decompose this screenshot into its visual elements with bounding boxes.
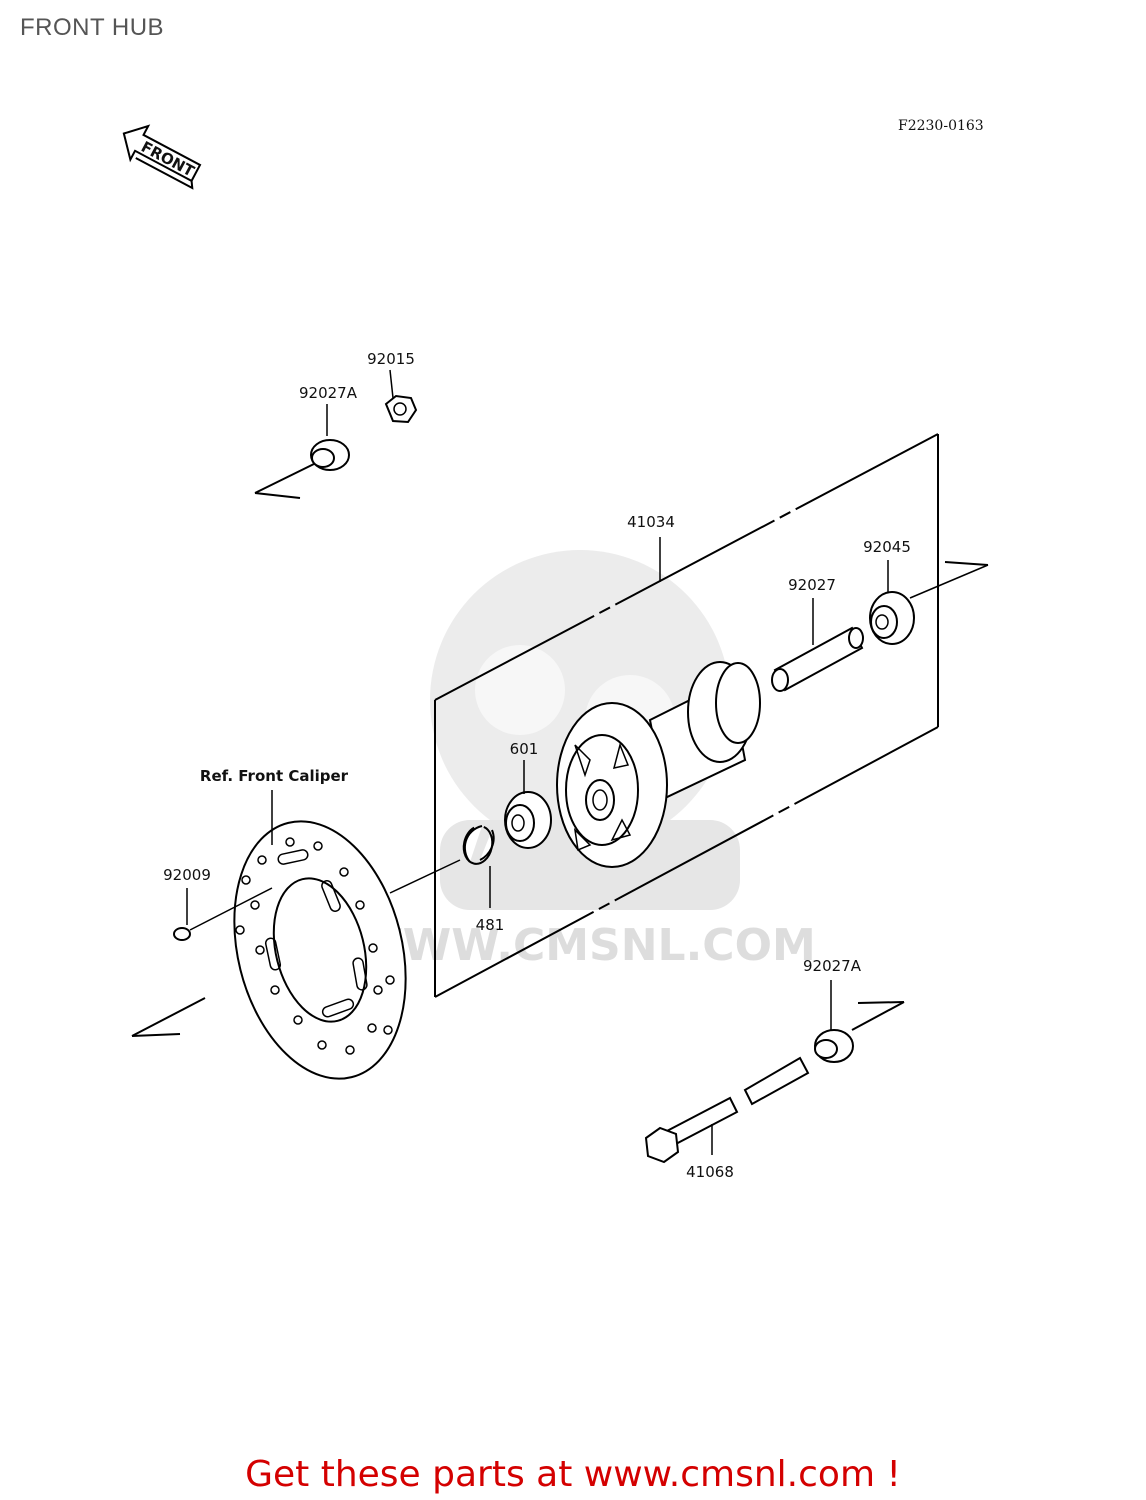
bearing-92045[interactable]	[869, 560, 915, 645]
collar-92027a-upper[interactable]	[310, 439, 350, 471]
circlip-481[interactable]	[460, 824, 495, 908]
brake-disc[interactable]	[209, 790, 432, 1097]
promo-link[interactable]: Get these parts at www.cmsnl.com !	[245, 1454, 901, 1495]
ref-front-caliper-label: Ref. Front Caliper	[200, 767, 349, 785]
part-label-41068: 41068	[686, 1163, 734, 1181]
part-label-41034: 41034	[627, 513, 675, 531]
watermark-text: WWW.CMSNL.COM	[354, 920, 816, 971]
part-label-481: 481	[476, 916, 505, 934]
part-label-92027a-lower: 92027A	[803, 957, 862, 975]
axis-lines	[131, 461, 989, 1037]
hub-assembly-boundary	[434, 433, 939, 998]
part-label-92027: 92027	[788, 576, 836, 594]
bolt-92009[interactable]	[173, 887, 273, 941]
spacer-92027[interactable]	[771, 598, 864, 692]
axle-41068[interactable]	[644, 1056, 810, 1164]
diagram-code: F2230-0163	[898, 118, 984, 134]
part-label-601: 601	[510, 740, 539, 758]
page-title: FRONT HUB	[20, 14, 165, 41]
hub-41034[interactable]	[556, 537, 761, 868]
bearing-601[interactable]	[504, 760, 552, 849]
part-label-92027a-upper: 92027A	[299, 384, 358, 402]
collar-92027a-lower[interactable]	[814, 980, 854, 1063]
part-label-92015: 92015	[367, 350, 415, 368]
part-label-92045: 92045	[863, 538, 911, 556]
nut-92015[interactable]	[384, 394, 418, 424]
part-label-92009: 92009	[163, 866, 211, 884]
front-arrow-icon: FRONT	[122, 124, 202, 190]
